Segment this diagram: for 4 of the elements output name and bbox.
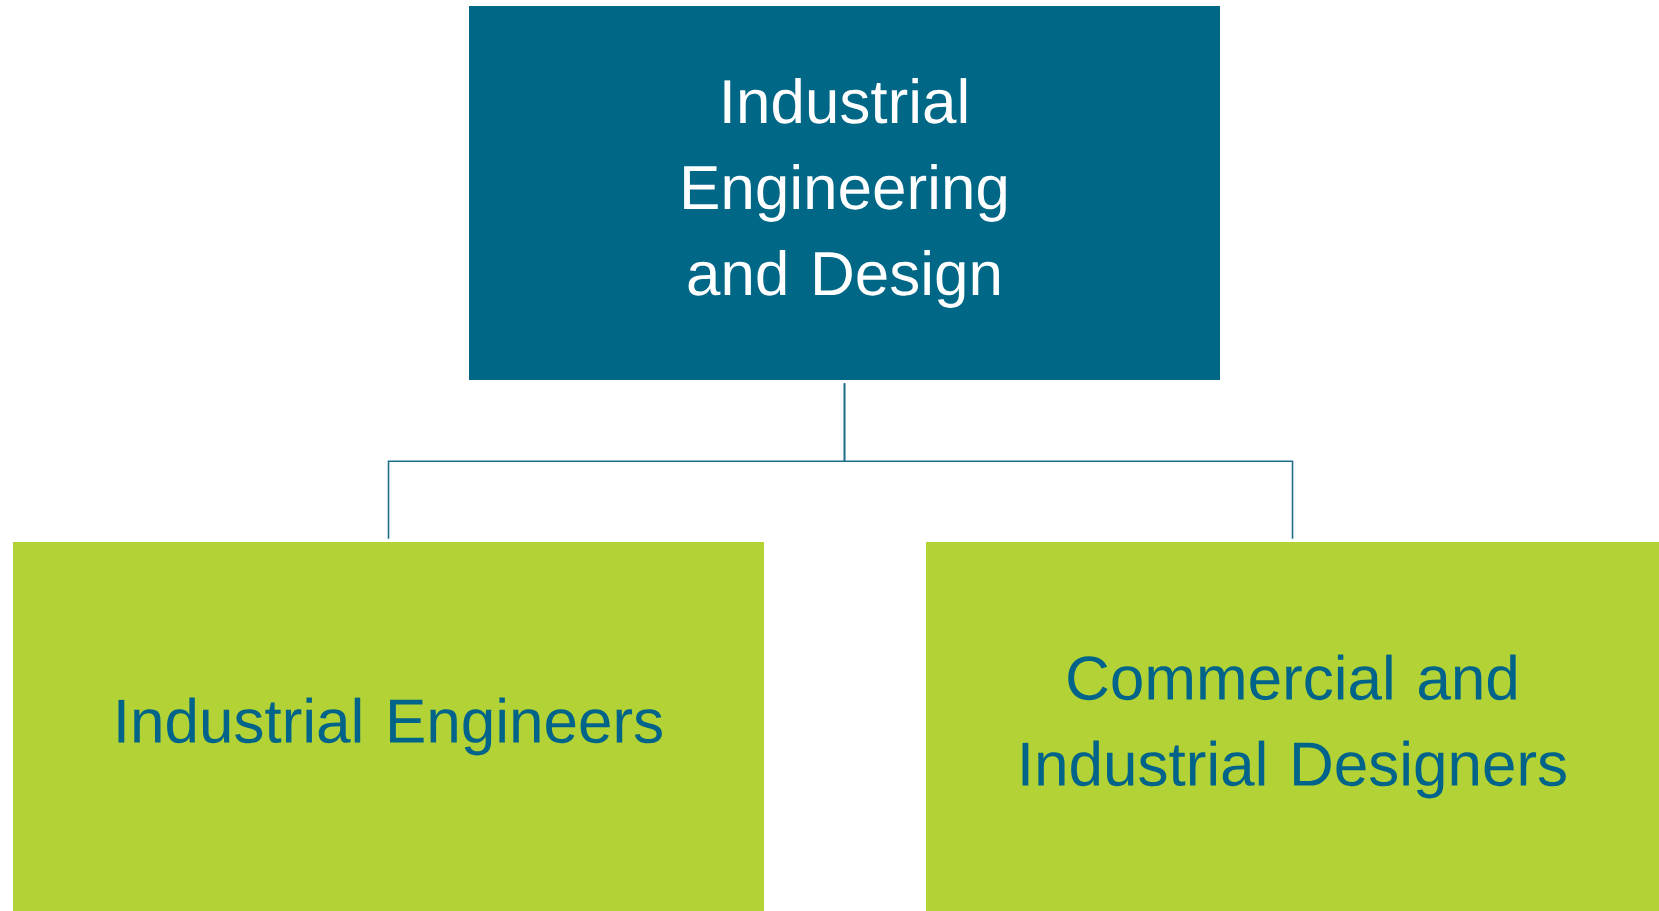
title-box: Industrial Engineering and Design <box>469 6 1220 380</box>
connector-line <box>843 382 1294 540</box>
category-box: Industrial Engineers <box>13 542 764 911</box>
category-box: Commercial and Industrial Designers <box>926 542 1659 911</box>
